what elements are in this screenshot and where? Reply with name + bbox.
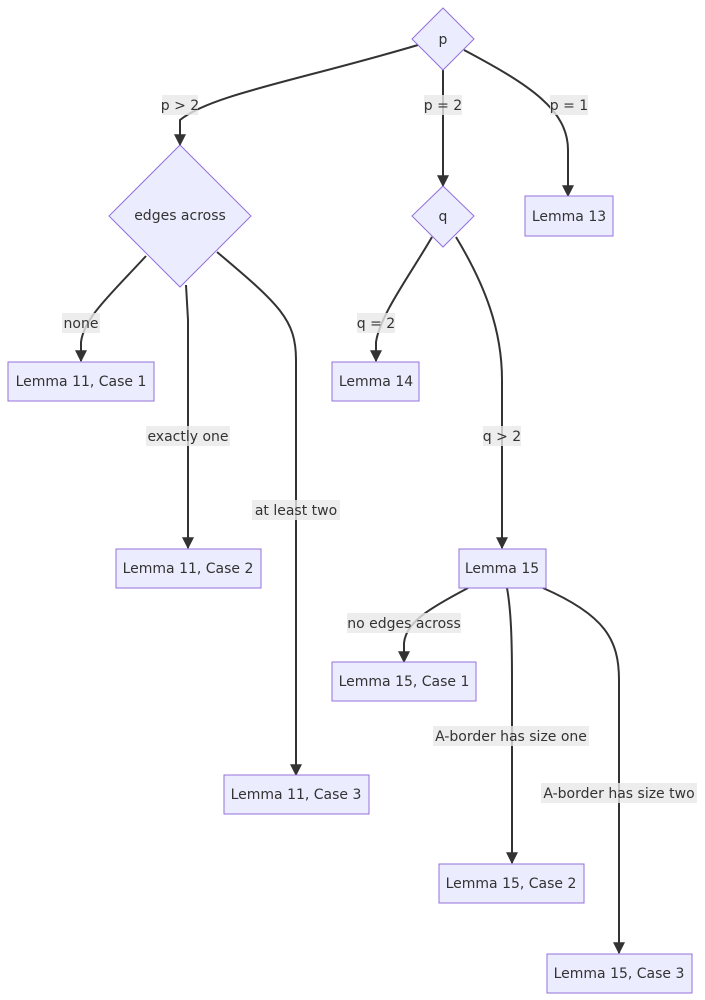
node-lemma11-case1-label: Lemma 11, Case 1 [16,374,147,390]
node-lemma15-case1[interactable]: Lemma 15, Case 1 [331,661,477,702]
node-lemma13[interactable]: Lemma 13 [524,195,614,237]
edge-labels: p > 2 p = 2 p = 1 none exactly one at le… [62,95,697,803]
node-edges-across-label: edges across [134,208,226,224]
edge-lemma15-to-case3 [542,587,625,955]
edge-label-p-eq-1: p = 1 [550,98,588,114]
node-lemma14[interactable]: Lemma 14 [331,361,420,402]
node-edges-across[interactable]: edges across [108,144,252,288]
node-q[interactable]: q [411,185,475,248]
edge-label-exactly-one: exactly one [147,429,228,445]
edge-p-to-edges-across [174,44,419,147]
edge-edges-across-to-lemma11-case1 [75,255,147,363]
edge-label-p-eq-2: p = 2 [424,98,462,114]
node-lemma11-case3-label: Lemma 11, Case 3 [231,787,362,803]
node-p-label: p [439,32,448,48]
edge-label-p-gt-2: p > 2 [161,98,199,114]
node-q-label: q [439,209,448,225]
node-lemma11-case2-label: Lemma 11, Case 2 [123,561,254,577]
edge-label-none: none [64,316,99,332]
nodes: p edges across q Lemma 13 Lemma 11, Case… [7,7,693,994]
node-lemma15-case2[interactable]: Lemma 15, Case 2 [438,863,585,904]
edge-edges-across-to-lemma11-case3 [216,251,302,777]
node-lemma14-label: Lemma 14 [339,374,413,390]
node-lemma15-case3-label: Lemma 15, Case 3 [554,966,685,982]
node-lemma11-case2[interactable]: Lemma 11, Case 2 [115,548,262,589]
edge-label-at-least-two: at least two [255,503,337,519]
node-lemma15[interactable]: Lemma 15 [458,548,547,589]
edge-label-no-edges-across: no edges across [347,616,461,632]
edge-label-a-border-one: A-border has size one [435,729,587,745]
node-lemma15-case1-label: Lemma 15, Case 1 [339,674,470,690]
edge-edges-across-to-lemma11-case2 [182,284,194,550]
edge-q-to-lemma15 [455,236,508,550]
edge-label-a-border-two: A-border has size two [543,786,694,802]
node-lemma15-label: Lemma 15 [465,561,539,577]
edge-label-q-gt-2: q > 2 [483,429,521,445]
node-lemma15-case3[interactable]: Lemma 15, Case 3 [546,953,693,994]
node-lemma15-case2-label: Lemma 15, Case 2 [446,876,577,892]
edge-q-to-lemma14 [370,236,433,363]
edge-lemma15-to-case2 [506,587,518,865]
node-lemma13-label: Lemma 13 [532,209,606,225]
node-lemma11-case1[interactable]: Lemma 11, Case 1 [7,361,155,402]
edge-p-to-lemma13 [463,49,574,198]
node-p[interactable]: p [411,7,475,71]
edge-label-q-eq-2: q = 2 [357,316,395,332]
node-lemma11-case3[interactable]: Lemma 11, Case 3 [223,774,370,815]
